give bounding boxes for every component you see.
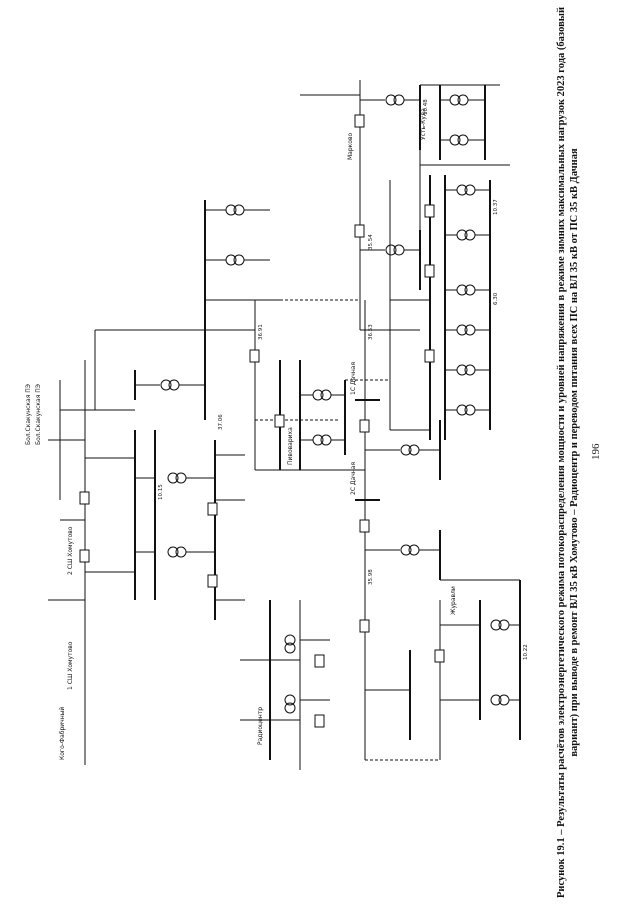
substation-upper-left [59,200,340,500]
label-line-a: Бол.Скакунская ПЭ [25,384,32,445]
label-bus-radio: Радиоцентр [257,707,264,745]
substation-ust-kuda [389,84,510,440]
label-bus-pivo: Пивовариха [287,427,294,465]
voltage-label: 10.22 [523,644,529,660]
substation-dachnaya [355,300,441,760]
voltage-label: 37.06 [218,414,224,430]
substation-pivovarikha [255,360,365,471]
voltage-label: 35.98 [368,569,374,585]
voltage-label: 6.30 [493,292,499,305]
voltage-label: 10.15 [158,484,164,500]
figure-caption: Рисунок 19.1 – Результаты расчётов элект… [556,7,580,899]
dashed-connectors [280,299,440,761]
substation-zhuravli [434,579,521,760]
label-bus-vs1: 1 СШ Хомутово [67,641,74,690]
voltage-label: 36.53 [368,324,374,340]
voltage-label: 10.37 [493,199,499,215]
label-line-b: Бол.Скакунская ПЭ [35,384,42,445]
label-bus-zhurav: Журавли [450,586,457,615]
label-feed: Кого-Фабричный [59,707,66,760]
label-bus-dach: 1С Дачная [350,362,357,395]
page-number: 196 [590,443,602,461]
label-bus-dach2: 2С Дачная [350,462,357,495]
substation-khomutovo [48,360,245,765]
voltage-label: 10.48 [423,99,429,115]
voltage-label: 36.91 [258,324,264,340]
substation-markovo [300,80,421,331]
label-bus-marko: Марково [347,133,354,160]
substation-radiocenter [240,600,330,770]
voltage-label: 35.54 [368,234,374,250]
label-bus-ust: Усть-Куда [420,108,427,140]
label-bus-vs2: 2 СШ Хомутово [67,526,74,575]
